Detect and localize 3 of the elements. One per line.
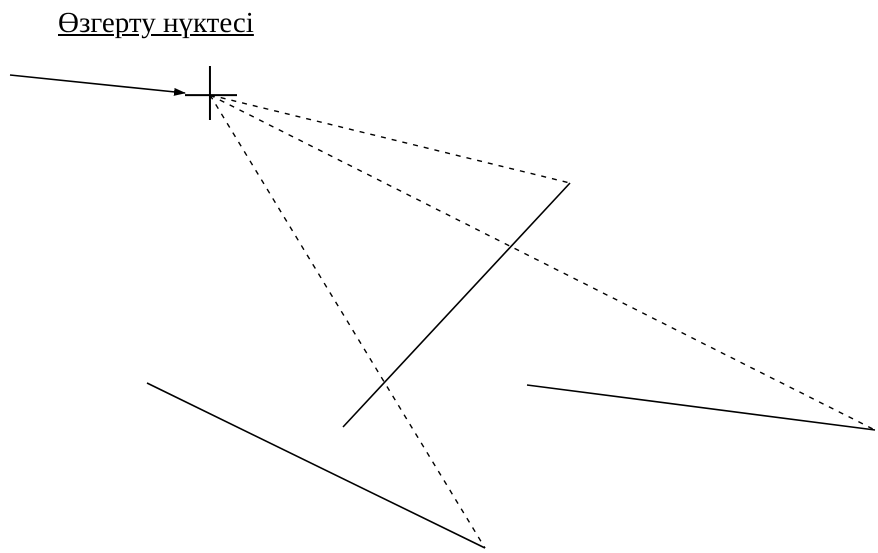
crosshair-point bbox=[185, 66, 237, 120]
leader-arrow bbox=[10, 74, 186, 96]
point-label: Өзгерту нүктесі bbox=[58, 6, 254, 42]
